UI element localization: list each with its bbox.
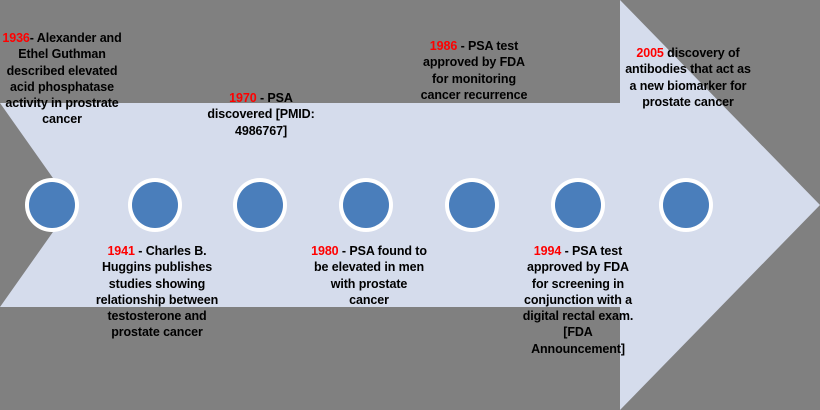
event-separator-1970: -	[259, 91, 265, 105]
timeline-marker-1936[interactable]	[29, 182, 75, 228]
event-year-1970: 1970	[229, 91, 257, 105]
event-text-2005: discovery of antibodies that act as a ne…	[625, 46, 751, 109]
timeline-event-1936: 1936- Alexander and Ethel Guthman descri…	[0, 30, 124, 128]
timeline-marker-2005[interactable]	[663, 182, 709, 228]
event-separator-1941: -	[138, 244, 143, 258]
timeline-event-1994: 1994 - PSA test approved by FDA for scre…	[521, 243, 635, 357]
timeline-marker-1986[interactable]	[449, 182, 495, 228]
timeline-event-2005: 2005 discovery of antibodies that act as…	[622, 45, 754, 110]
timeline-marker-1970[interactable]	[237, 182, 283, 228]
timeline-marker-1980[interactable]	[343, 182, 389, 228]
event-separator-1980: -	[341, 244, 346, 258]
event-separator-1986: -	[460, 39, 465, 53]
event-text-1941: Charles B. Huggins publishes studies sho…	[95, 244, 219, 340]
timeline-marker-1941[interactable]	[132, 182, 178, 228]
event-year-1941: 1941	[107, 244, 135, 258]
event-text-1986: PSA test approved by FDA for monitoring …	[420, 39, 528, 102]
timeline-event-1970: 1970 - PSA discovered [PMID: 4986767]	[202, 90, 320, 139]
event-text-1994: PSA test approved by FDA for screening i…	[522, 244, 634, 356]
timeline-event-1986: 1986 - PSA test approved by FDA for moni…	[417, 38, 531, 103]
event-year-1980: 1980	[311, 244, 339, 258]
timeline-event-1980: 1980 - PSA found to be elevated in men w…	[310, 243, 428, 308]
event-year-1986: 1986	[429, 39, 458, 53]
event-year-2005: 2005	[636, 46, 664, 60]
event-separator-1994: -	[564, 244, 569, 258]
timeline-event-1941: 1941 - Charles B. Huggins publishes stud…	[95, 243, 219, 341]
timeline-marker-1994[interactable]	[555, 182, 601, 228]
event-text-1936: Alexander and Ethel Guthman described el…	[5, 31, 122, 127]
event-separator-1936: -	[29, 31, 34, 45]
event-text-1970: PSA discovered [PMID: 4986767]	[207, 91, 315, 138]
event-text-1980: PSA found to be elevated in men with pro…	[313, 244, 427, 307]
event-year-1936: 1936	[2, 31, 30, 45]
event-year-1994: 1994	[533, 244, 562, 258]
